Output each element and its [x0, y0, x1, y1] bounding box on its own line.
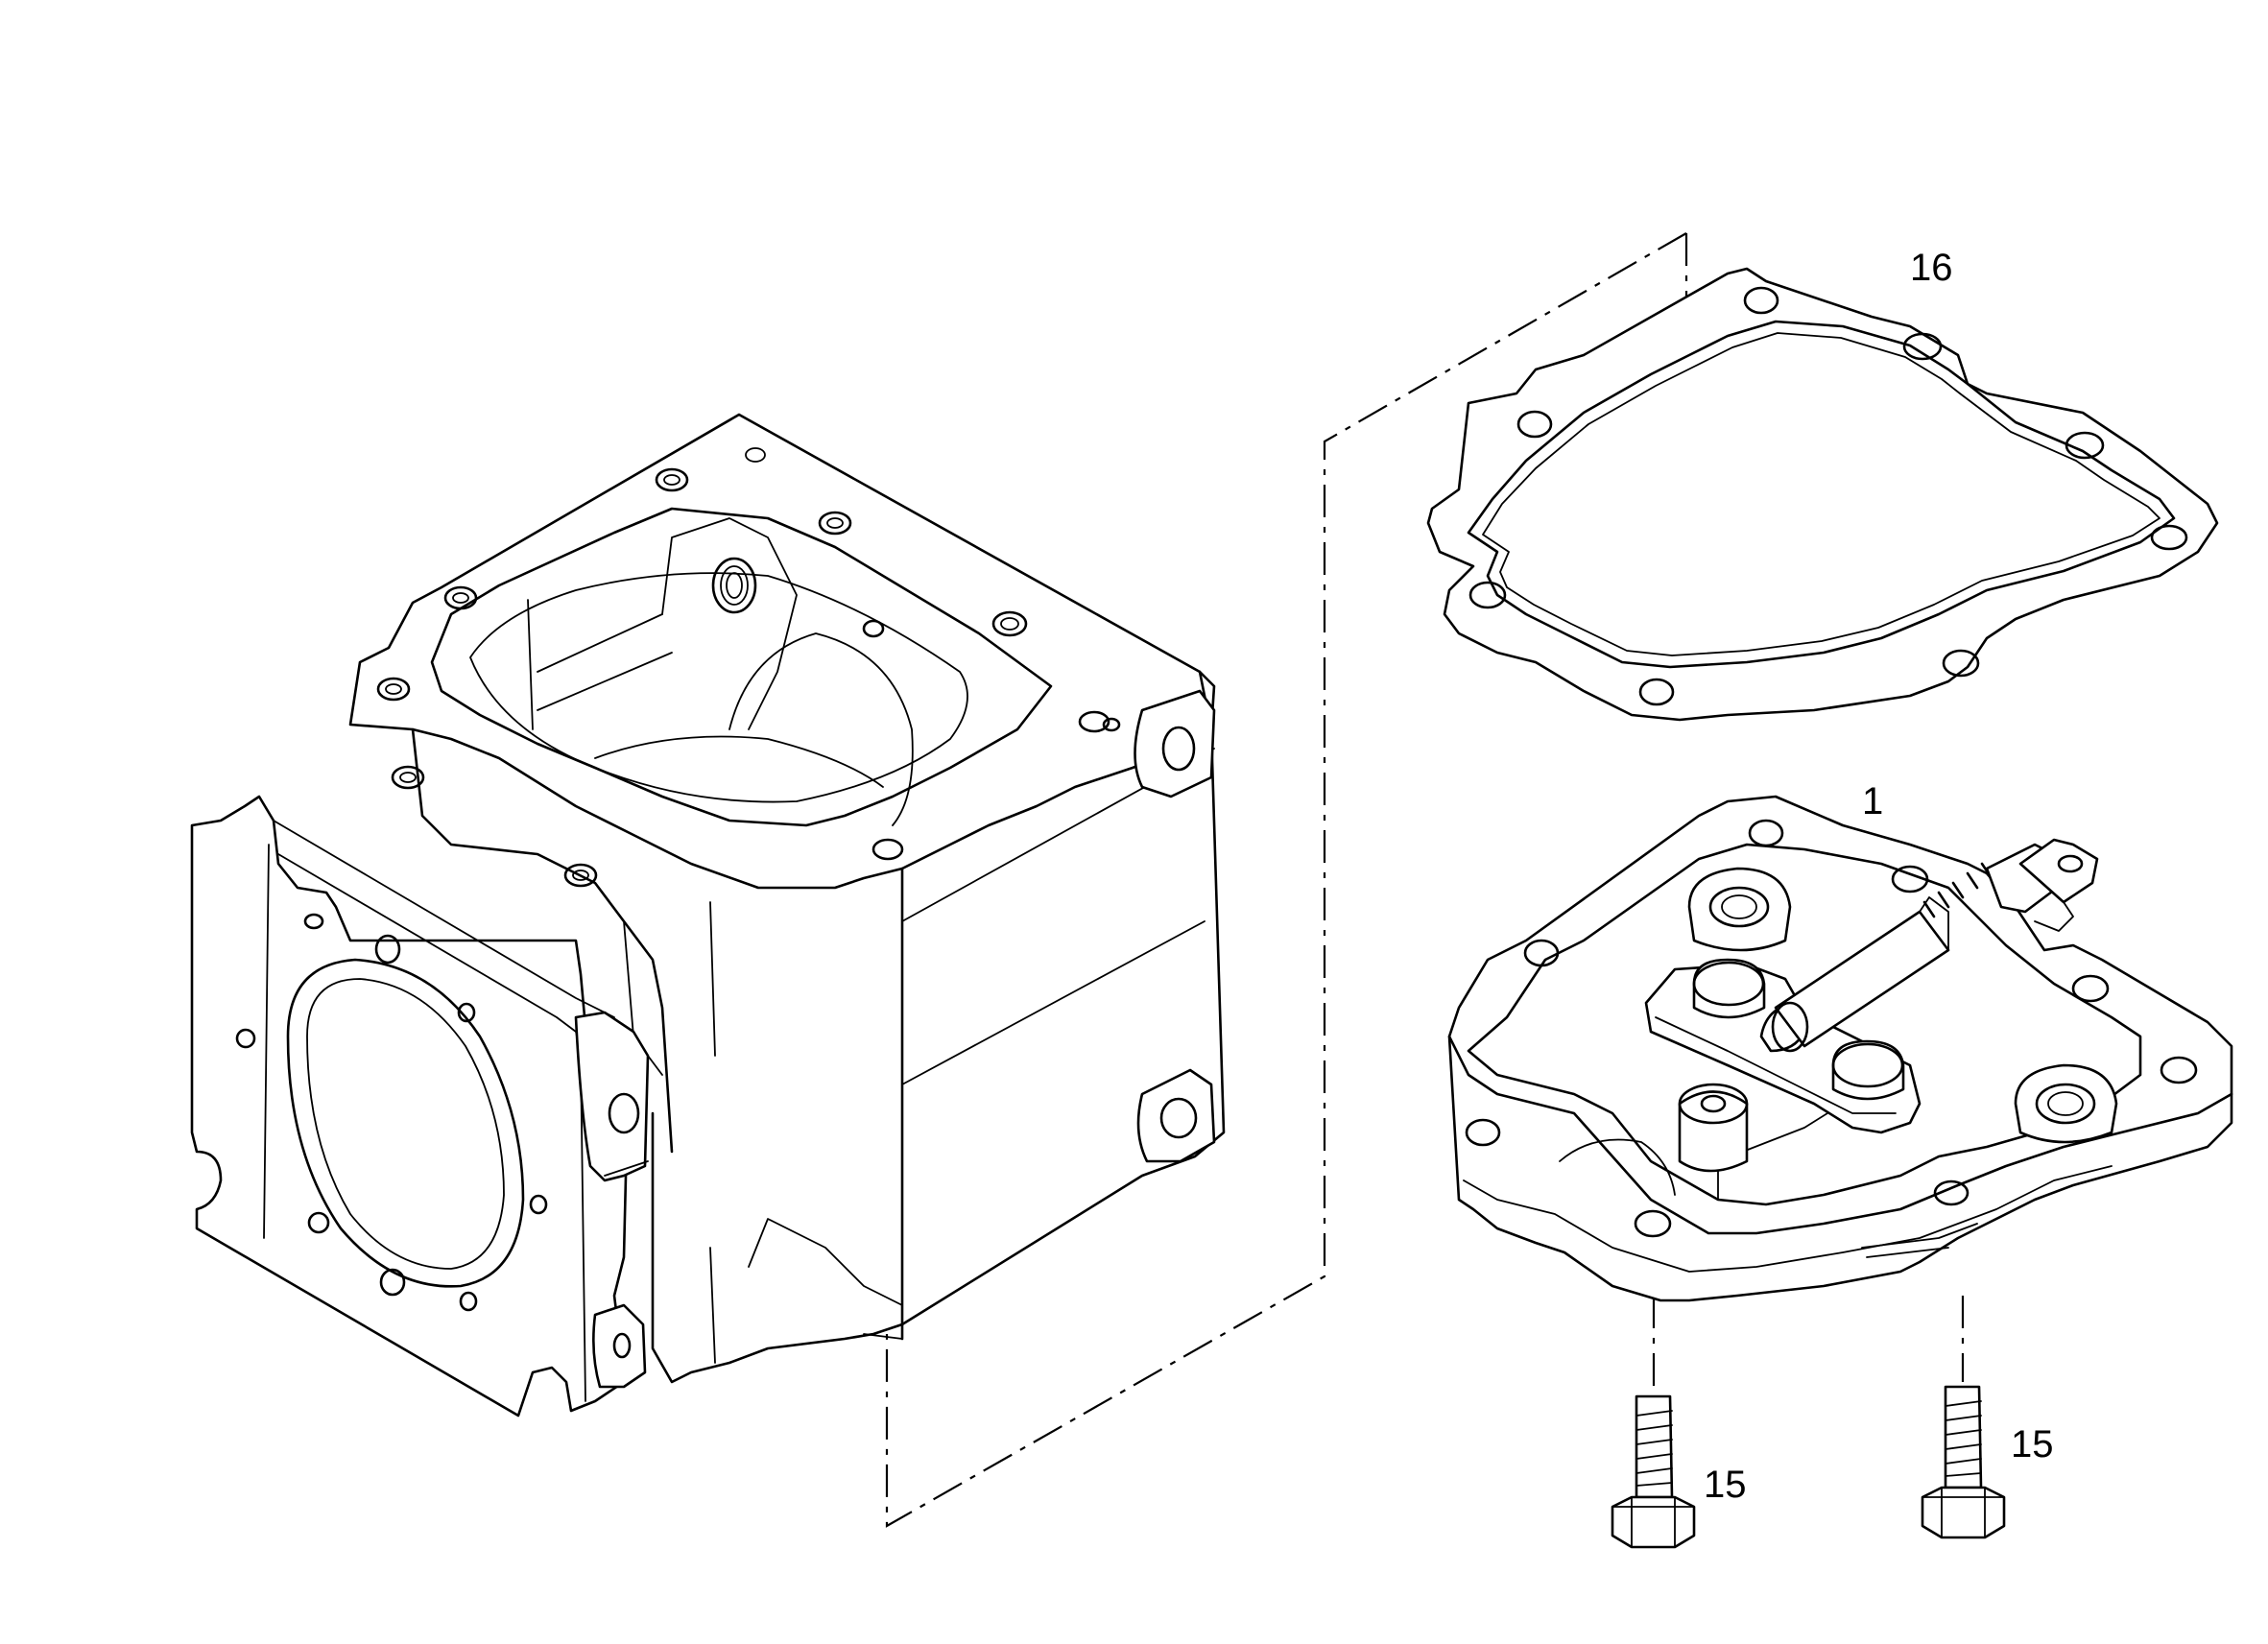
- gasket: [1426, 267, 2219, 722]
- callout-bolt-left: 15: [1704, 1464, 1747, 1506]
- valve-cover: [1447, 795, 2233, 1302]
- callout-cover: 1: [1862, 780, 1883, 822]
- bolt-right: [1921, 1385, 2006, 1539]
- transmission-housing: [190, 413, 1226, 1418]
- bolt-left: [1611, 1394, 1696, 1549]
- callout-gasket: 16: [1910, 247, 1953, 289]
- callout-bolt-right: 15: [2011, 1423, 2054, 1465]
